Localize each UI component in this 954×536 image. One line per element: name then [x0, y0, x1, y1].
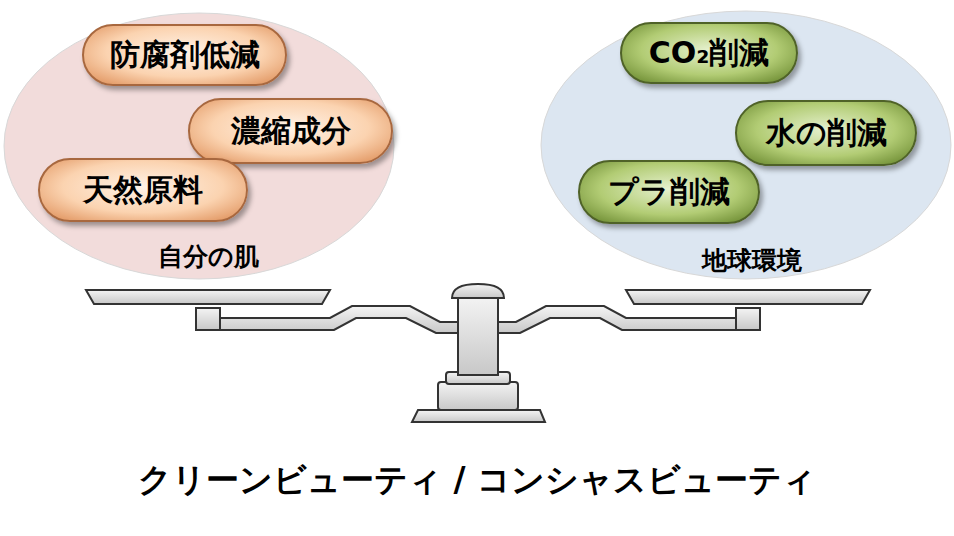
- pill-text: 防腐剤低減: [110, 35, 260, 76]
- feature-pill: CO₂削減: [620, 22, 798, 84]
- region-ellipse: 自分の肌 防腐剤低減濃縮成分天然原料: [3, 12, 395, 280]
- caption: クリーンビューティ / コンシャスビューティ: [0, 458, 954, 503]
- pill-text: CO₂削減: [649, 33, 770, 74]
- feature-pill: 天然原料: [38, 158, 248, 222]
- pill-text: 水の削減: [766, 113, 887, 154]
- scale-drawing: [86, 284, 870, 422]
- pill-text: 濃縮成分: [231, 111, 351, 152]
- region-label: 地球環境: [702, 244, 802, 277]
- feature-pill: 濃縮成分: [188, 98, 393, 164]
- region-ellipse: 地球環境 CO₂削減水の削減プラ削減: [540, 10, 952, 280]
- region-label: 自分の肌: [158, 240, 259, 273]
- feature-pill: 水の削減: [735, 100, 917, 166]
- pill-text: 天然原料: [83, 170, 203, 211]
- pill-text: プラ削減: [608, 172, 730, 213]
- feature-pill: プラ削減: [578, 160, 760, 224]
- feature-pill: 防腐剤低減: [82, 24, 287, 86]
